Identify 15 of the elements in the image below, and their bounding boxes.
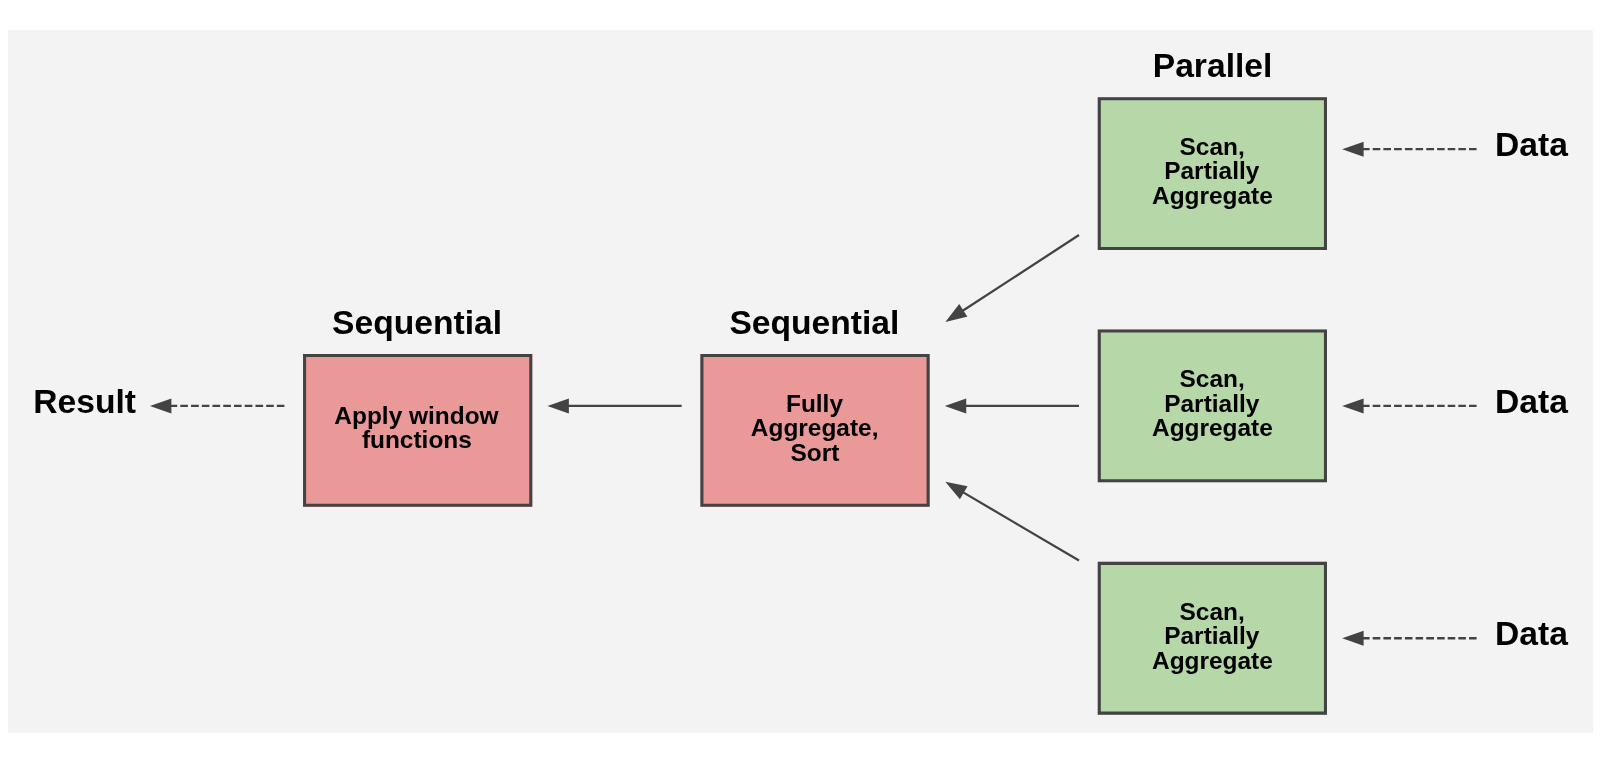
node-label: Sequential [332,303,503,341]
node-label: Sequential [729,303,900,341]
arrow [149,397,285,413]
node-text: Data [1495,614,1568,652]
arrow [945,481,1080,562]
arrow [1342,397,1477,413]
node-text: Data [1495,382,1568,420]
arrow [1342,141,1477,157]
node-label: Parallel [1152,46,1273,84]
arrow [547,397,682,413]
arrow [945,233,1080,322]
arrow [944,397,1079,413]
node-text: Data [1495,125,1568,163]
arrow [1342,630,1477,646]
node-text: Result [33,382,137,420]
